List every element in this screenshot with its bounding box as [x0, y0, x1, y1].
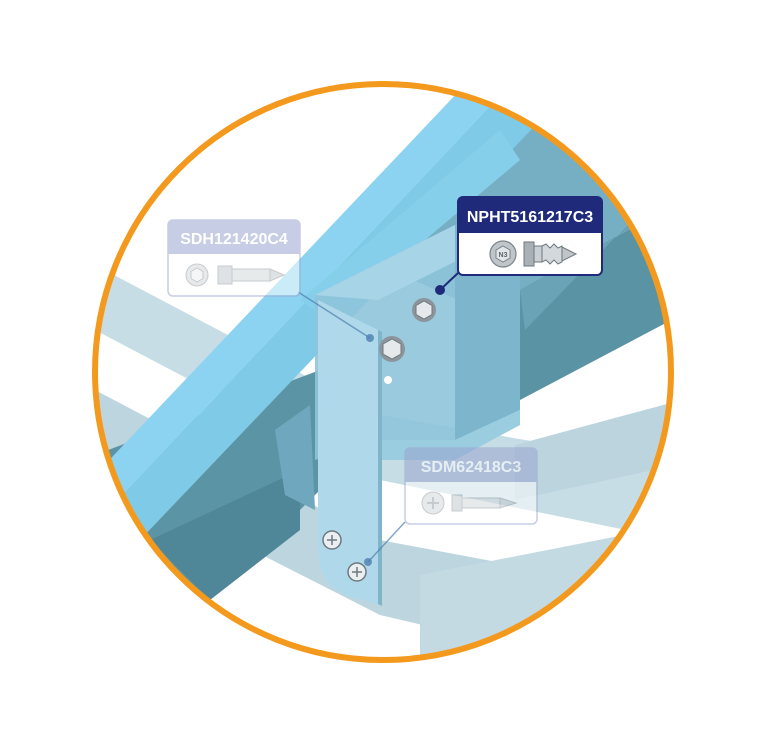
hex-nut-head-screw-icon: N3: [489, 240, 578, 268]
callout-left[interactable]: SDH121420C4: [167, 219, 301, 297]
hanger-left-tab: [275, 405, 315, 510]
leader-dot-bottom: [364, 558, 372, 566]
phillips-screw-upper: [322, 530, 342, 550]
callout-bottom[interactable]: SDM62418C3: [404, 447, 538, 525]
hex-screw-upper: [412, 298, 436, 322]
leader-dot-left: [366, 334, 374, 342]
phillips-screw-lower: [347, 562, 367, 582]
callout-active[interactable]: NPHT5161217C3 N3: [457, 196, 603, 276]
hanger-right-side: [455, 225, 520, 440]
callout-left-label: SDH121420C4: [180, 231, 288, 248]
screw-badge: N3: [499, 252, 508, 259]
beam-dark-lower-shade: [150, 470, 300, 600]
hanger-front-strap-edge: [378, 330, 382, 606]
joist-mid-right: [515, 395, 671, 500]
hanger-front-strap: [318, 300, 378, 604]
leader-left: [297, 291, 371, 339]
leader-dot-active: [435, 285, 445, 295]
phillips-self-drilling-screw-icon: [421, 491, 518, 515]
rafter-light-right: [300, 130, 520, 320]
hanger-hole: [384, 376, 392, 384]
leader-bottom: [367, 521, 406, 563]
callout-bottom-label: SDM62418C3: [421, 459, 522, 476]
callout-active-label: NPHT5161217C3: [467, 209, 593, 226]
hex-screw-lower: [379, 336, 405, 362]
hex-head-self-drilling-screw-icon: [185, 263, 286, 287]
frame-ring: [92, 81, 674, 663]
rafter-dark-edge: [520, 150, 671, 330]
